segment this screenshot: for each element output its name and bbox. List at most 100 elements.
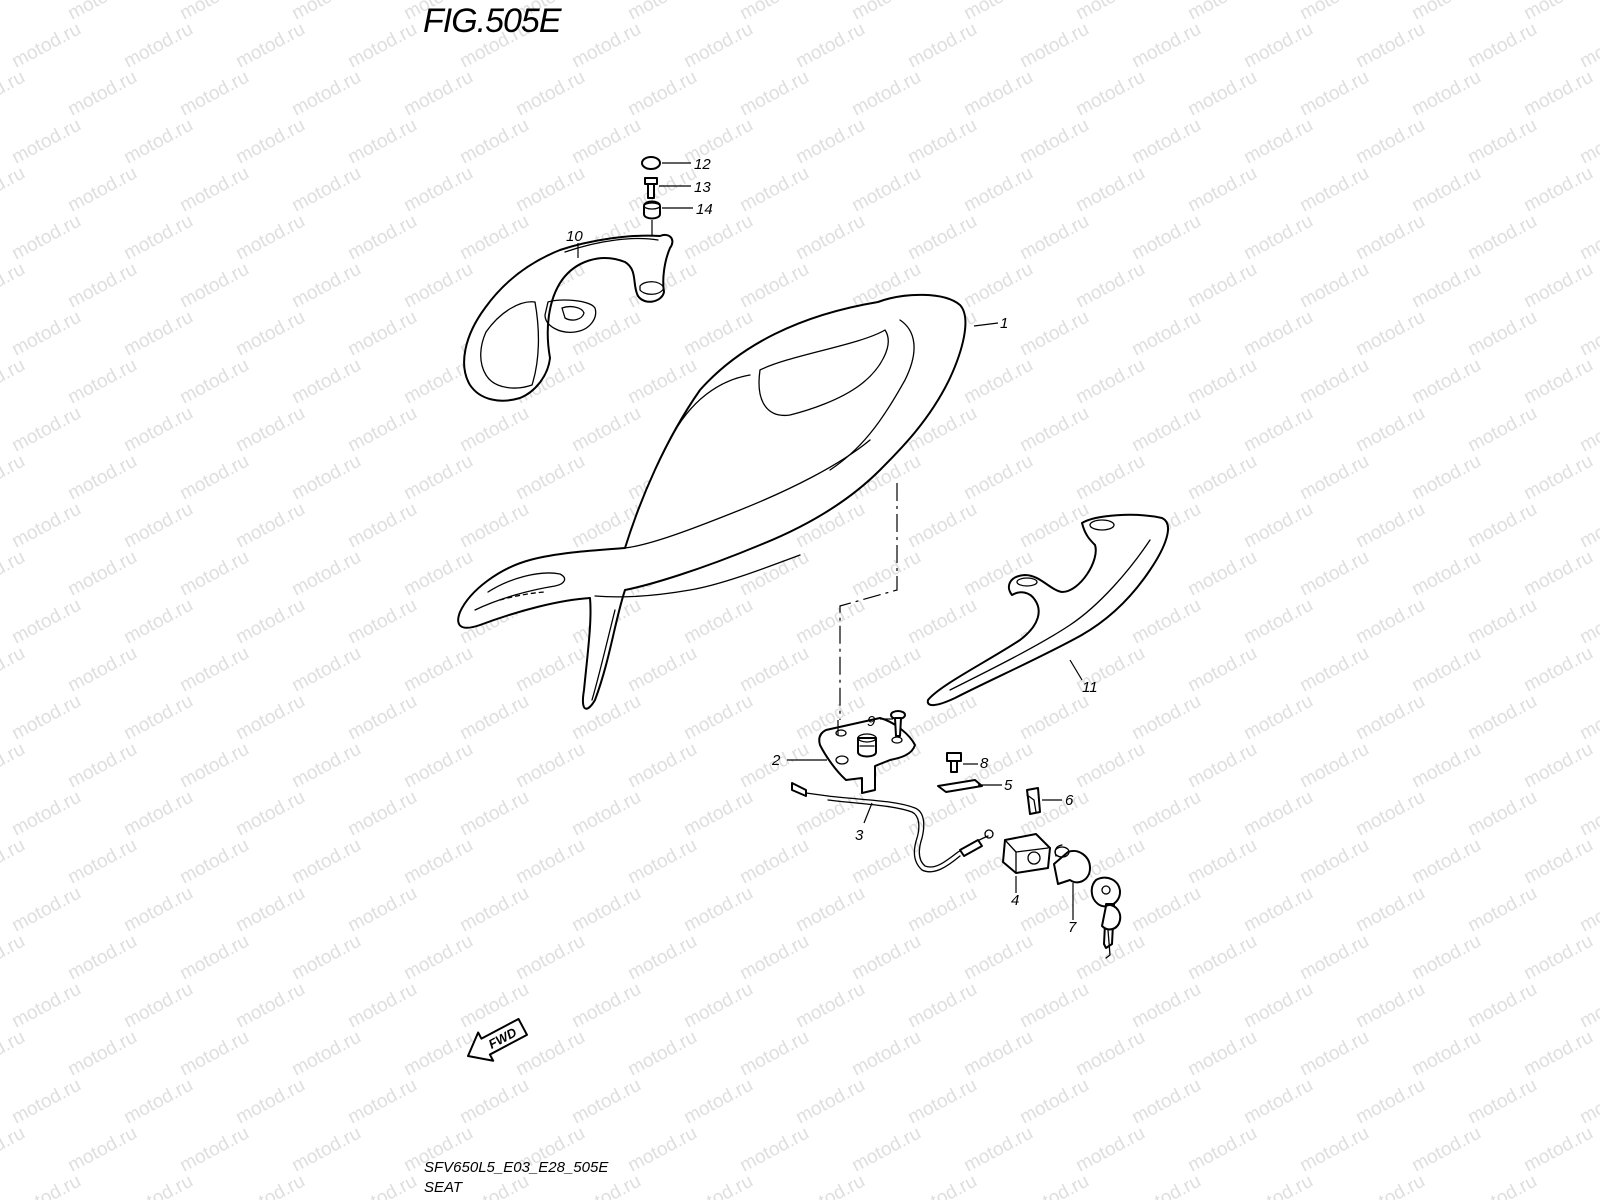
callout-8[interactable]: 8 (980, 755, 989, 772)
callout-2[interactable]: 2 (771, 752, 781, 769)
watermark-text: motod.ru (288, 1123, 364, 1177)
watermark-text: motod.ru (904, 115, 980, 169)
watermark-text: motod.ru (64, 67, 140, 121)
watermark-text: motod.ru (0, 259, 29, 313)
watermark-text: motod.ru (736, 931, 812, 985)
watermark-text: motod.ru (1240, 211, 1316, 265)
watermark-text: motod.ru (288, 547, 364, 601)
callout-5[interactable]: 5 (1004, 777, 1013, 794)
callout-9[interactable]: 9 (867, 713, 876, 730)
assembly-line-latch (839, 483, 898, 720)
watermark-text: motod.ru (1408, 835, 1484, 889)
watermark-text: motod.ru (792, 979, 868, 1033)
watermark-text: motod.ru (848, 67, 924, 121)
watermark-text: motod.ru (288, 835, 364, 889)
watermark-text: motod.ru (960, 451, 1036, 505)
part-seat[interactable] (457, 293, 967, 710)
watermark-text: motod.ru (344, 787, 420, 841)
watermark-text: motod.ru (120, 691, 196, 745)
watermark-text: motod.ru (64, 355, 140, 409)
callout-13[interactable]: 13 (694, 179, 711, 196)
watermark-text: motod.ru (456, 1075, 532, 1129)
watermark-text: motod.ru (1352, 403, 1428, 457)
part-lock-bracket-4[interactable] (1002, 833, 1051, 874)
callout-6[interactable]: 6 (1065, 792, 1074, 809)
watermark-text: motod.ru (960, 931, 1036, 985)
watermark-text: motod.ru (848, 163, 924, 217)
watermark-text: motod.ru (176, 739, 252, 793)
watermark-text: motod.ru (680, 19, 756, 73)
watermark-text: motod.ru (1296, 547, 1372, 601)
watermark-text: motod.ru (1408, 0, 1484, 24)
watermark-text: motod.ru (0, 931, 29, 985)
part-grab-rail-left[interactable] (463, 234, 674, 402)
watermark-text: motod.ru (456, 787, 532, 841)
watermark-text: motod.ru (1520, 835, 1596, 889)
watermark-text: motod.ru (456, 691, 532, 745)
callout-4[interactable]: 4 (1011, 892, 1019, 909)
watermark-text: motod.ru (1576, 1075, 1600, 1129)
watermark-text: motod.ru (1408, 1027, 1484, 1081)
part-bolt-8[interactable] (946, 752, 962, 773)
watermark-text: motod.ru (1352, 691, 1428, 745)
callout-14[interactable]: 14 (696, 201, 713, 218)
watermark-text: motod.ru (120, 883, 196, 937)
part-cap-12[interactable] (641, 156, 661, 170)
watermark-text: motod.ru (0, 643, 29, 697)
part-seat-lock-cable[interactable] (791, 782, 994, 873)
watermark-text: motod.ru (1576, 115, 1600, 169)
part-lock-cylinder-keys[interactable] (1053, 844, 1122, 959)
watermark-text: motod.ru (0, 0, 29, 24)
watermark-text: motod.ru (1520, 1027, 1596, 1081)
part-bracket-5[interactable] (937, 779, 983, 793)
part-clip-6[interactable] (1026, 787, 1041, 815)
watermark-text: motod.ru (1576, 1171, 1600, 1200)
watermark-text: motod.ru (792, 595, 868, 649)
watermark-text: motod.ru (176, 451, 252, 505)
watermark-text: motod.ru (736, 1027, 812, 1081)
watermark-text: motod.ru (1408, 355, 1484, 409)
watermark-text: motod.ru (232, 1171, 308, 1200)
callout-12[interactable]: 12 (694, 156, 711, 173)
part-grab-rail-right[interactable] (926, 513, 1169, 706)
part-collar-14[interactable] (643, 200, 661, 220)
watermark-text: motod.ru (288, 163, 364, 217)
watermark-text: motod.ru (1240, 691, 1316, 745)
watermark-text: motod.ru (1296, 0, 1372, 24)
watermark-text: motod.ru (456, 883, 532, 937)
watermark-text: motod.ru (960, 259, 1036, 313)
watermark-text: motod.ru (904, 19, 980, 73)
callout-1[interactable]: 1 (1000, 315, 1008, 332)
callout-11[interactable]: 11 (1082, 679, 1098, 696)
watermark-text: motod.ru (64, 1123, 140, 1177)
callout-3[interactable]: 3 (855, 827, 864, 844)
watermark-text: motod.ru (120, 403, 196, 457)
watermark-text: motod.ru (1296, 259, 1372, 313)
watermark-text: motod.ru (176, 931, 252, 985)
watermark-text: motod.ru (1016, 115, 1092, 169)
watermark-text: motod.ru (624, 739, 700, 793)
watermark-text: motod.ru (0, 1123, 29, 1177)
figure-title: FIG.505E (423, 2, 562, 40)
watermark-text: motod.ru (8, 979, 84, 1033)
watermark-text: motod.ru (1520, 0, 1596, 24)
watermark-text: motod.ru (64, 643, 140, 697)
watermark-text: motod.ru (1352, 115, 1428, 169)
watermark-text: motod.ru (1016, 307, 1092, 361)
part-bolt-13[interactable] (644, 177, 658, 199)
part-seat-latch[interactable] (818, 717, 916, 794)
watermark-text: motod.ru (568, 403, 644, 457)
watermark-text: motod.ru (232, 19, 308, 73)
watermark-text: motod.ru (1464, 979, 1540, 1033)
callout-labels: 1 2 3 4 5 6 7 8 9 10 11 12 13 14 (566, 156, 1098, 936)
watermark-text: motod.ru (0, 547, 29, 601)
watermark-text: motod.ru (624, 0, 700, 24)
part-screw-9[interactable] (890, 710, 906, 737)
watermark-text: motod.ru (1464, 307, 1540, 361)
callout-7[interactable]: 7 (1068, 919, 1077, 936)
watermark-text: motod.ru (904, 883, 980, 937)
watermark-text: motod.ru (568, 1075, 644, 1129)
watermark-text: motod.ru (1184, 451, 1260, 505)
callout-10[interactable]: 10 (566, 228, 583, 245)
watermark-text: motod.ru (344, 595, 420, 649)
